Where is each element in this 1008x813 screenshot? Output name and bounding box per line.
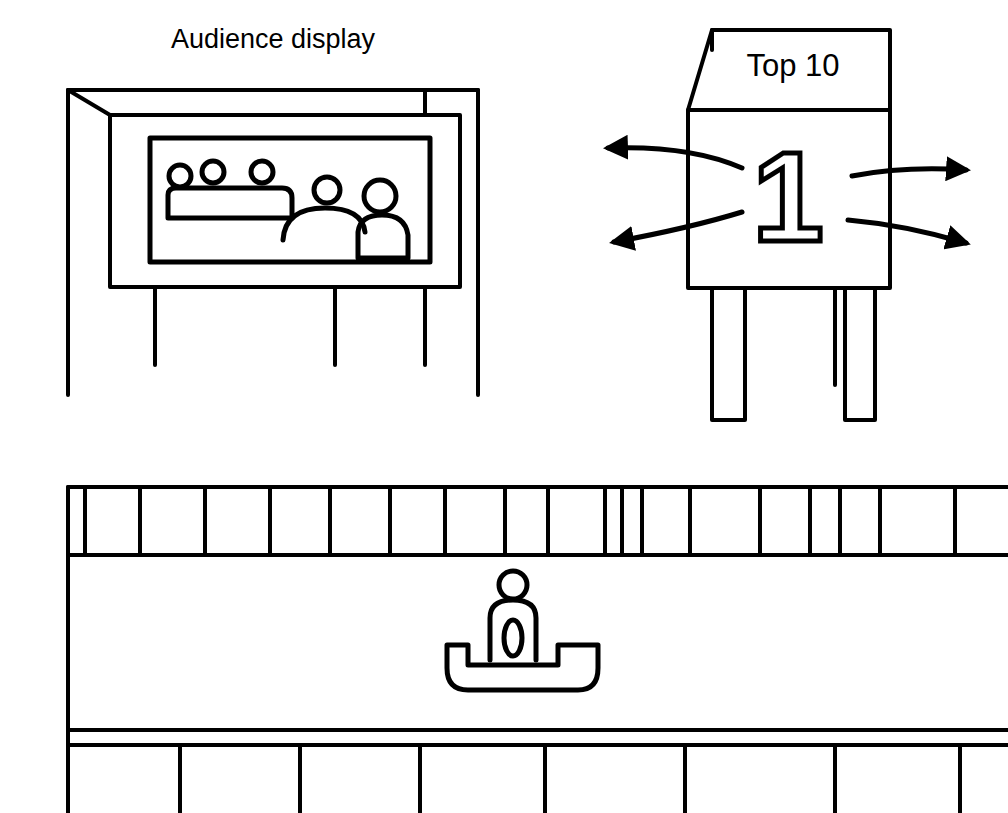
podium-node: Top 10 1 [688, 28, 890, 290]
display-node: Audience display [68, 18, 478, 395]
stage-panel [68, 487, 1008, 813]
presenter-icon [447, 571, 598, 690]
panel-title: Top 10 [698, 48, 888, 84]
display-heading: Audience display [68, 24, 478, 55]
display-stand [68, 90, 478, 395]
rank-numeral: 1 [738, 133, 838, 261]
podium [688, 30, 890, 420]
audience-icon [168, 161, 408, 258]
